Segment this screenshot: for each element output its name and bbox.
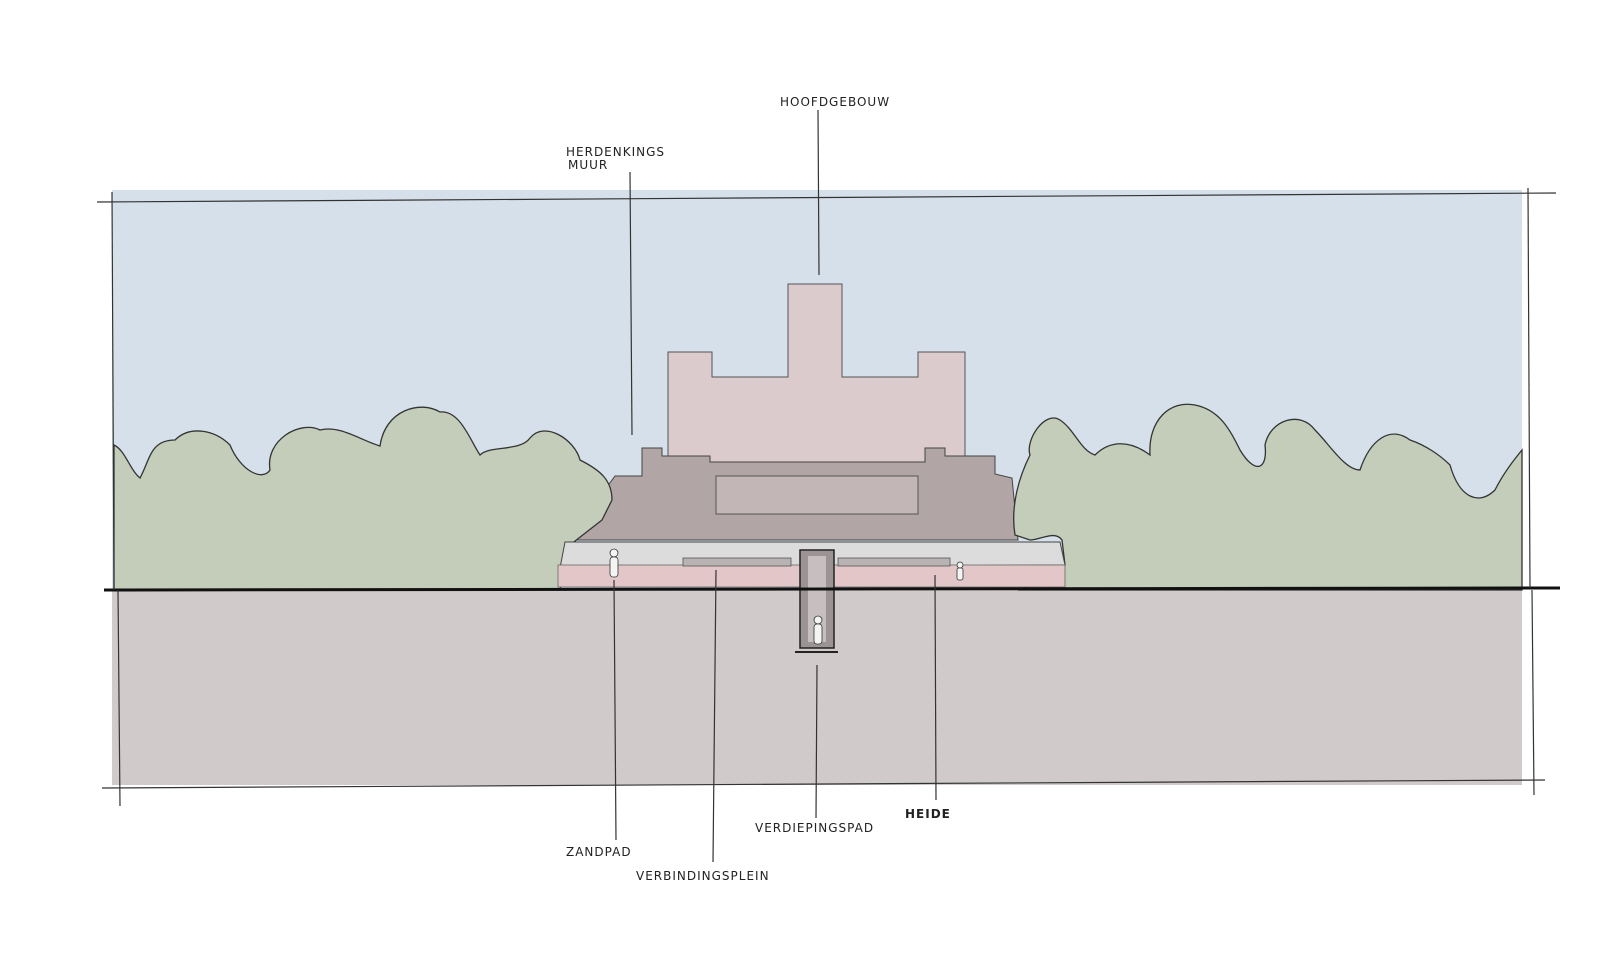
human-figures	[609, 548, 964, 645]
main-building	[667, 283, 966, 471]
label-herdenkingsmuur-line2: MUUR	[568, 158, 608, 172]
plaza-bench-right	[837, 557, 951, 567]
trees-right	[1013, 403, 1523, 591]
frame-lines	[96, 187, 1557, 807]
trees-left	[113, 406, 613, 591]
label-hoofdgebouw: HOOFDGEBOUW	[780, 95, 890, 109]
plaza-bench-left	[682, 557, 792, 567]
label-verbindingsplein: VERBINDINGSPLEIN	[636, 869, 770, 883]
leader-lines	[613, 109, 937, 863]
label-zandpad: ZANDPAD	[566, 845, 632, 859]
label-heide: HEIDE	[905, 807, 951, 821]
label-herdenkingsmuur-line1: HERDENKINGS	[566, 145, 665, 159]
label-verdiepingspad: VERDIEPINGSPAD	[755, 821, 874, 835]
ground-line	[103, 586, 1561, 593]
building-window-band	[715, 475, 919, 515]
